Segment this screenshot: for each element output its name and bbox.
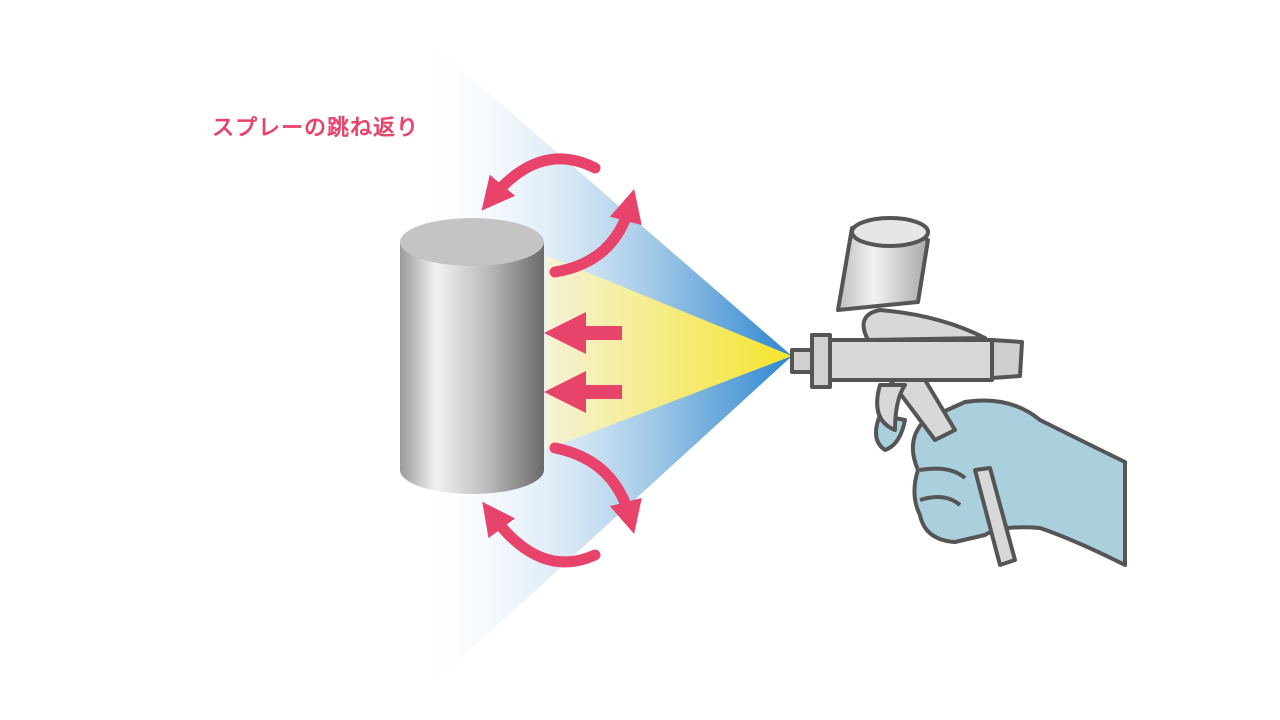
bounce-arrow — [481, 153, 642, 568]
spray-gun — [790, 216, 1024, 567]
cylinder-object — [400, 218, 544, 494]
caption-spray-bounce: スプレーの跳ね返り — [212, 116, 420, 141]
spray-inner-cone — [545, 255, 792, 450]
impact-arrow — [544, 312, 622, 413]
